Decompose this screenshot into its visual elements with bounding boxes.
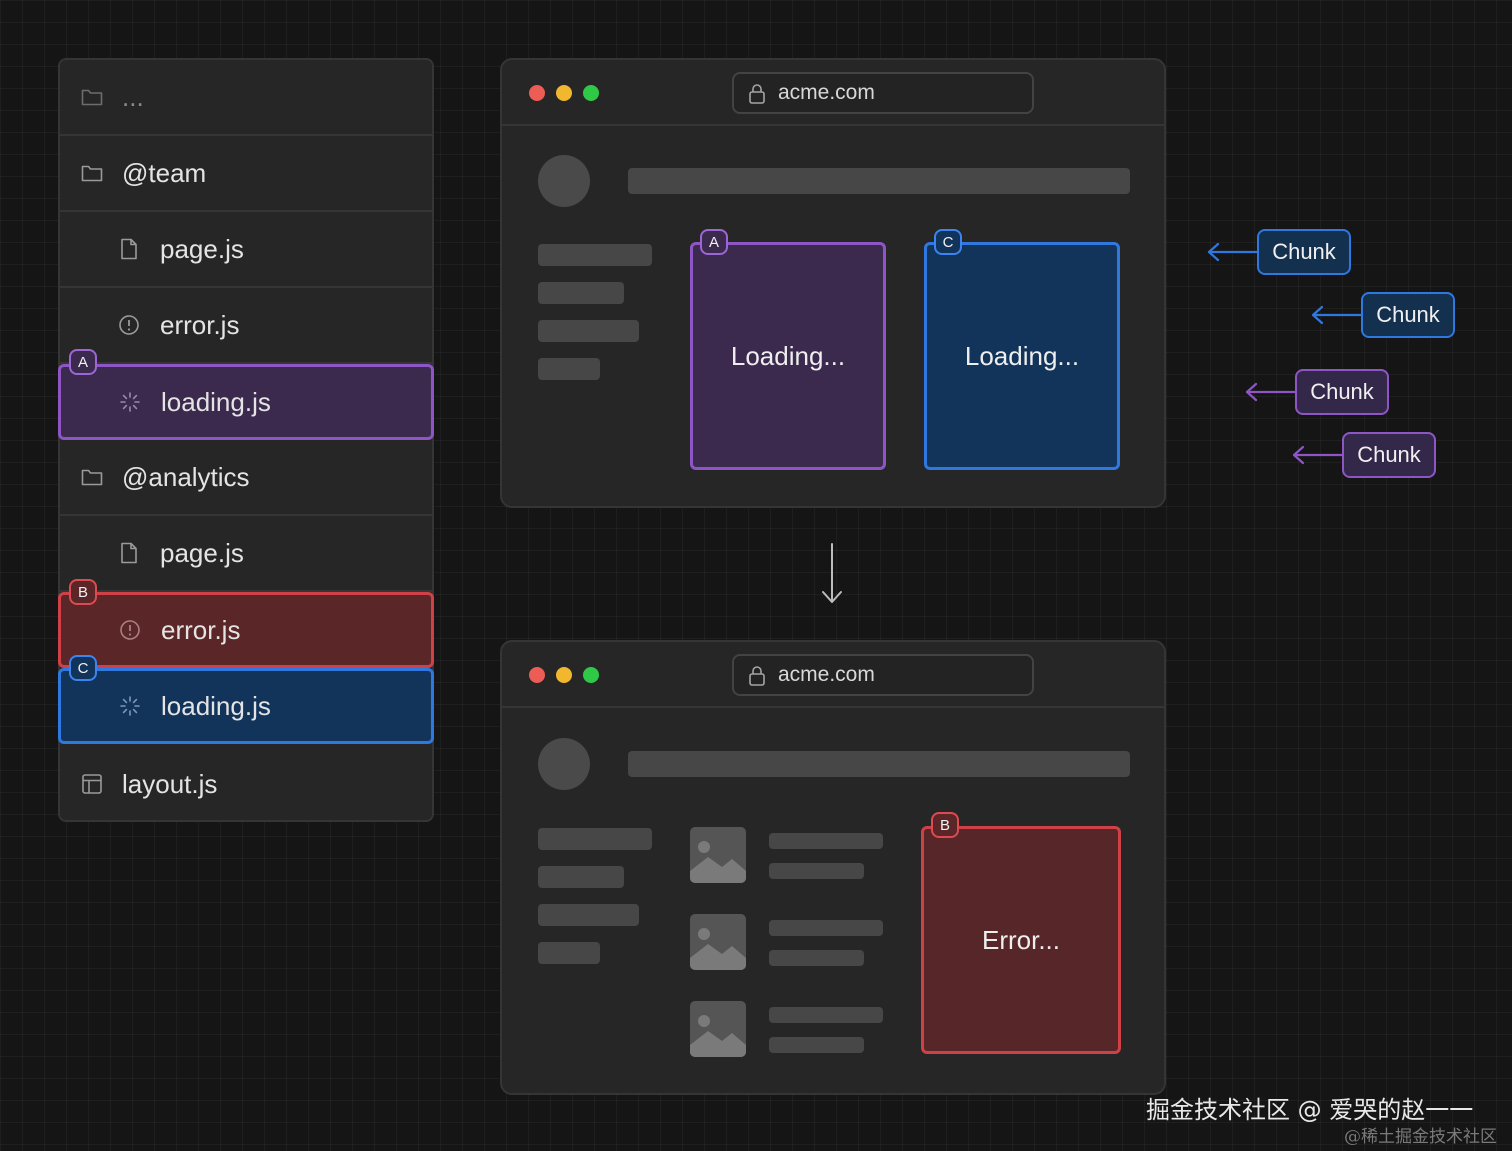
- close-dot[interactable]: [529, 85, 545, 101]
- file-icon: [118, 238, 140, 260]
- tree-row-analytics-error[interactable]: error.js: [58, 592, 434, 668]
- sidebar-placeholder-bar: [538, 244, 652, 266]
- url-text: acme.com: [778, 81, 875, 104]
- tree-row-analytics-loading[interactable]: loading.js: [58, 668, 434, 744]
- tree-row-team-error[interactable]: error.js: [60, 288, 432, 364]
- chunk-box: Chunk: [1342, 432, 1436, 478]
- arrow-left-icon: [1292, 445, 1347, 465]
- lock-icon: [748, 83, 766, 110]
- sidebar-placeholder-bar: [538, 828, 652, 850]
- minimize-dot[interactable]: [556, 667, 572, 683]
- file-icon: [118, 542, 140, 564]
- tree-row-label: error.js: [161, 614, 241, 645]
- tree-row-team-loading[interactable]: loading.js: [58, 364, 434, 440]
- tree-row-analytics-page[interactable]: page.js: [60, 516, 432, 592]
- tree-row-label: @analytics: [122, 461, 250, 492]
- browser-window-error: acme.com Error...: [500, 640, 1166, 1095]
- image-placeholder-icon: [690, 1001, 746, 1057]
- loading-icon: [119, 391, 141, 413]
- close-dot[interactable]: [529, 667, 545, 683]
- avatar-placeholder: [538, 155, 590, 207]
- sidebar-placeholder-bar: [538, 866, 624, 888]
- badge-c: C: [934, 229, 962, 255]
- address-bar[interactable]: acme.com: [732, 654, 1034, 696]
- tree-row-label: @team: [122, 157, 207, 188]
- tree-row-analytics-folder[interactable]: @analytics: [60, 440, 432, 516]
- list-placeholder-bar: [769, 1007, 883, 1023]
- arrow-left-icon: [1311, 305, 1366, 325]
- tree-row-label: page.js: [160, 233, 244, 264]
- maximize-dot[interactable]: [583, 667, 599, 683]
- browser-titlebar: acme.com: [502, 642, 1164, 708]
- tree-row-team-folder[interactable]: @team: [60, 136, 432, 212]
- loading-icon: [119, 695, 141, 717]
- chunk-box: Chunk: [1361, 292, 1455, 338]
- address-bar[interactable]: acme.com: [732, 72, 1034, 114]
- browser-window-loading: acme.com Loading... Loading...: [500, 58, 1166, 508]
- slot-text: Loading...: [730, 340, 846, 371]
- watermark-text: 掘金技术社区 @ 爱哭的赵一一: [1146, 1096, 1474, 1124]
- error-icon: [118, 314, 140, 336]
- maximize-dot[interactable]: [583, 85, 599, 101]
- image-placeholder-icon: [690, 914, 746, 970]
- header-placeholder-bar: [628, 751, 1130, 777]
- browser-titlebar: acme.com: [502, 60, 1164, 126]
- watermark-subtext: @稀土掘金技术社区: [1344, 1127, 1497, 1147]
- lock-icon: [748, 665, 766, 692]
- badge-a: A: [69, 349, 97, 375]
- sidebar-placeholder-bar: [538, 904, 639, 926]
- tree-row-label: loading.js: [161, 690, 271, 721]
- error-icon: [119, 619, 141, 641]
- tree-row-team-page[interactable]: page.js: [60, 212, 432, 288]
- list-placeholder-bar: [769, 950, 864, 966]
- list-placeholder-bar: [769, 1037, 864, 1053]
- folder-icon: [81, 86, 103, 108]
- tree-row-label: layout.js: [122, 768, 218, 799]
- slot-text: Error...: [981, 924, 1060, 955]
- list-placeholder-bar: [769, 833, 883, 849]
- sidebar-placeholder-bar: [538, 358, 600, 380]
- tree-row-label: error.js: [160, 309, 240, 340]
- layout-icon: [81, 773, 103, 795]
- tree-row-label: ...: [122, 81, 144, 112]
- chunk-box: Chunk: [1295, 369, 1389, 415]
- down-arrow-icon: [822, 543, 842, 603]
- header-placeholder-bar: [628, 168, 1130, 194]
- sidebar-placeholder-bar: [538, 320, 639, 342]
- tree-row-layout[interactable]: layout.js: [60, 746, 432, 822]
- badge-b: B: [931, 812, 959, 838]
- image-placeholder-icon: [690, 827, 746, 883]
- folder-icon: [81, 466, 103, 488]
- list-placeholder-bar: [769, 863, 864, 879]
- tree-row-ellipsis[interactable]: ...: [60, 60, 432, 136]
- tree-row-label: page.js: [160, 537, 244, 568]
- badge-c: C: [69, 655, 97, 681]
- chunk-box: Chunk: [1257, 229, 1351, 275]
- list-placeholder-bar: [769, 920, 883, 936]
- team-slot-loading: Loading...: [690, 242, 886, 470]
- analytics-slot-loading: Loading...: [924, 242, 1120, 470]
- tree-row-label: loading.js: [161, 386, 271, 417]
- analytics-slot-error: Error...: [921, 826, 1121, 1054]
- file-tree: ... @team page.js error.js loading.js @a…: [58, 58, 434, 822]
- sidebar-placeholder-bar: [538, 942, 600, 964]
- minimize-dot[interactable]: [556, 85, 572, 101]
- arrow-left-icon: [1245, 382, 1300, 402]
- slot-text: Loading...: [964, 340, 1080, 371]
- folder-icon: [81, 162, 103, 184]
- avatar-placeholder: [538, 738, 590, 790]
- arrow-left-icon: [1207, 242, 1262, 262]
- badge-b: B: [69, 579, 97, 605]
- sidebar-placeholder-bar: [538, 282, 624, 304]
- url-text: acme.com: [778, 663, 875, 686]
- badge-a: A: [700, 229, 728, 255]
